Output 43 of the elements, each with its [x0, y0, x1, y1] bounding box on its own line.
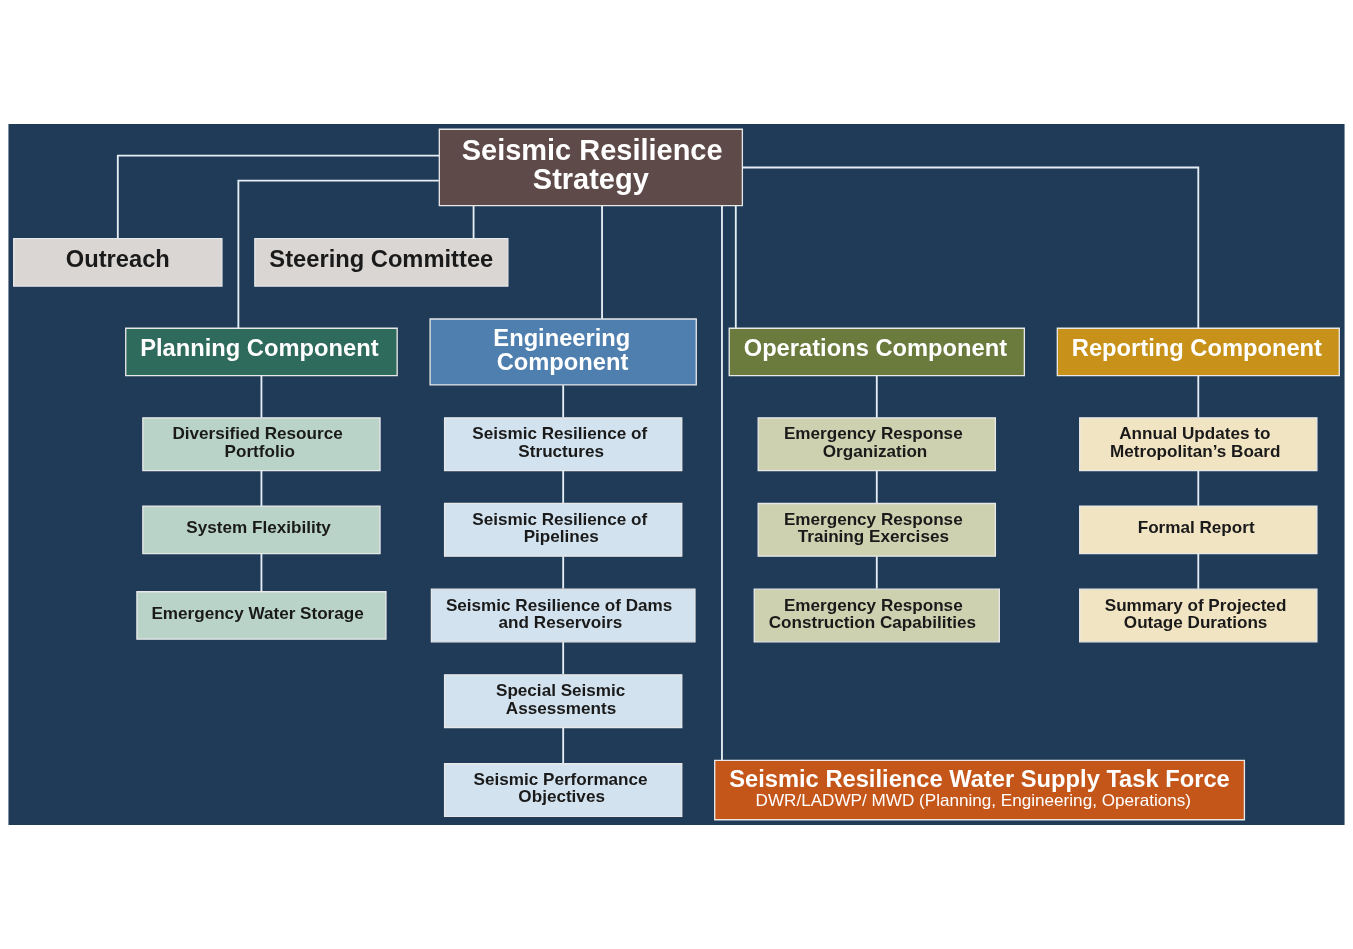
- connector: [1197, 469, 1200, 507]
- node-box: Seismic Resilience Water Supply Task Force DWR/LADWP/ MWD (Planning, Engineering, Operations): [714, 759, 1246, 821]
- node-box: Reporting Component: [1056, 327, 1340, 377]
- connector: [562, 469, 565, 504]
- connector: [472, 205, 475, 240]
- connector: [260, 374, 263, 419]
- node-box: Annual Updates to Metropolitan’s Board: [1079, 417, 1318, 472]
- node-box: Diversified Resource Portfolio: [142, 417, 381, 472]
- connector: [734, 204, 737, 329]
- connector: [1197, 374, 1200, 419]
- node-box: System Flexibility: [142, 505, 381, 555]
- connector: [260, 552, 263, 593]
- connector: [562, 555, 565, 590]
- connector: [562, 726, 565, 765]
- node-box: Emergency Response Training Exercises: [757, 502, 997, 557]
- connector: [1197, 552, 1200, 590]
- connector: [741, 166, 1200, 330]
- node-box: Engineering Component: [429, 318, 697, 386]
- node-box: Steering Committee: [254, 238, 509, 287]
- connector: [237, 179, 440, 330]
- connector: [562, 384, 565, 419]
- node-box: Seismic Performance Objectives: [443, 763, 683, 818]
- node-box: Seismic Resilience Strategy: [438, 128, 744, 207]
- node-box: Operations Component: [728, 327, 1025, 377]
- node-box: Emergency Response Construction Capabilities: [753, 588, 1000, 643]
- node-box: Emergency Water Storage: [136, 591, 387, 640]
- node-box: Seismic Resilience of Pipelines: [443, 502, 683, 557]
- connector: [721, 205, 723, 762]
- connector: [601, 204, 603, 320]
- node-box: Formal Report: [1079, 505, 1318, 555]
- node-box: Special Seismic Assessments: [443, 674, 683, 729]
- connector: [875, 555, 878, 590]
- node-box: Emergency Response Organization: [757, 417, 997, 472]
- connector: [875, 469, 878, 504]
- node-box: Seismic Resilience of Structures: [443, 417, 683, 472]
- connector: [875, 374, 878, 419]
- node-box: Outreach: [13, 238, 223, 287]
- connector: [562, 641, 565, 676]
- connector: [260, 469, 263, 507]
- node-box: Planning Component: [125, 327, 398, 377]
- node-box: Seismic Resilience of Dams and Reservoirs: [430, 588, 696, 643]
- node-box: Summary of Projected Outage Durations: [1079, 588, 1318, 643]
- connector: [116, 154, 441, 240]
